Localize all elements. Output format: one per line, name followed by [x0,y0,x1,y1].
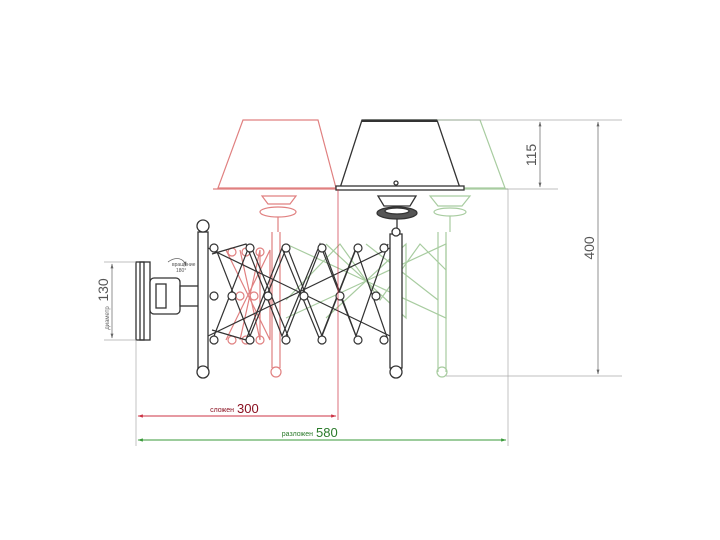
scissor-arms [207,242,391,342]
dim-130: 130 диаметр [95,263,114,339]
wall-plate [135,261,151,341]
dim-580-label: разложен [282,431,313,438]
dim-300-label: сложен [210,407,234,414]
dim-400-value: 400 [581,236,597,260]
dim-130-value: 130 [95,278,111,302]
scissor-joints [209,243,389,345]
dim-130-label: диаметр [105,306,111,330]
rotation-note: вращение 180° [167,258,196,274]
rotation-note-line2: 180° [176,268,186,274]
dim-300-value: 300 [237,401,259,416]
dim-115-value: 115 [523,144,539,167]
extension-lines [104,119,622,446]
dim-115: 115 [523,121,542,188]
dim-580: разложен 580 [137,425,507,442]
rotation-note-line1: вращение [172,262,196,268]
dim-400: 400 [581,121,600,375]
folded-shade [217,119,337,189]
main-lamp [135,119,465,379]
dim-300: сложен 300 [137,401,337,418]
dim-580-value: 580 [316,425,338,440]
